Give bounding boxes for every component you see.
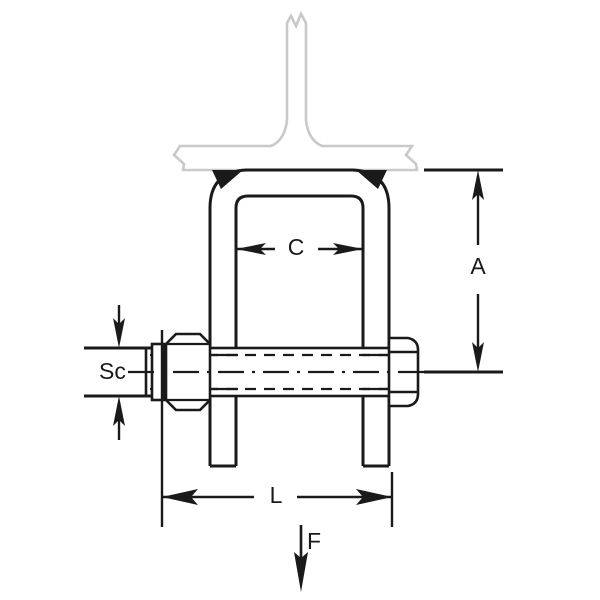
shackle-body xyxy=(208,168,391,468)
support-beam xyxy=(172,11,419,172)
dimension-C-arrow-right xyxy=(333,243,363,255)
dimension-A-label: A xyxy=(470,253,486,279)
dimension-C-arrow-left xyxy=(236,243,266,255)
load-arrow-F-head xyxy=(294,552,308,592)
dimension-L-label: L xyxy=(270,482,283,508)
gusset-wedge-left xyxy=(212,170,243,189)
load-arrow-F-label: F xyxy=(307,528,321,554)
dimension-L: L xyxy=(160,330,394,527)
dimension-A-arrow-down xyxy=(472,342,484,372)
dimension-A: A xyxy=(424,168,503,374)
load-arrow-F: F xyxy=(294,525,321,592)
gusset-wedge-right xyxy=(356,170,387,189)
shackle-outer-profile xyxy=(208,168,391,466)
shackle-gusset-wedges xyxy=(212,170,387,189)
beam-outline xyxy=(172,11,419,172)
dimension-Sc: Sc xyxy=(84,305,152,440)
bolt-shank-ticks xyxy=(212,353,388,391)
dimension-L-arrow-right xyxy=(356,489,392,505)
dimension-C: C xyxy=(236,234,363,260)
bolt-assembly xyxy=(128,332,470,412)
shackle-inner-profile xyxy=(234,194,365,466)
dimension-C-label: C xyxy=(288,234,305,260)
dimension-L-arrow-left xyxy=(162,489,198,505)
dimension-Sc-arrow-up xyxy=(113,396,125,426)
dimension-Sc-label: Sc xyxy=(99,358,126,384)
dimension-Sc-arrow-down xyxy=(113,318,125,348)
dimension-A-arrow-up xyxy=(472,170,484,200)
